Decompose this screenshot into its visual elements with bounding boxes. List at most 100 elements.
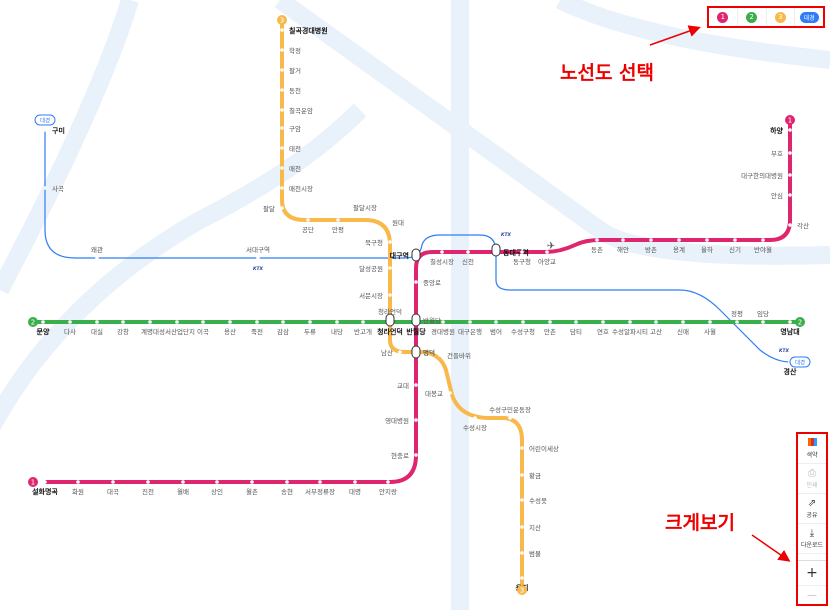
- station-daegyeong[interactable]: 왜관: [91, 245, 103, 260]
- station-line3[interactable]: 남산: [381, 348, 402, 357]
- station-line3[interactable]: 칠곡운암: [280, 106, 313, 115]
- station-line2[interactable]: 수성구청: [511, 320, 535, 336]
- station-line1[interactable]: 율하: [701, 238, 713, 254]
- station-line1[interactable]: 월배: [177, 480, 189, 496]
- station-line2[interactable]: 대구은행: [458, 320, 482, 336]
- station-line3[interactable]: 공단: [302, 218, 314, 234]
- station-line1[interactable]: 대구한의대병원: [741, 171, 792, 180]
- station-line3[interactable]: 팔거: [280, 66, 301, 75]
- station-daegyeong[interactable]: 구미: [43, 126, 65, 135]
- station-line3[interactable]: 황금: [520, 471, 541, 480]
- transfer-station-marker[interactable]: [411, 313, 421, 327]
- station-line2[interactable]: 정평: [731, 309, 743, 324]
- station-line1[interactable]: 안지랑: [379, 480, 397, 496]
- station-line2[interactable]: 문양: [37, 320, 50, 336]
- share-button[interactable]: ⇗공유: [798, 494, 826, 524]
- station-line1[interactable]: 동촌: [591, 238, 603, 254]
- line-select-3[interactable]: 대경: [795, 8, 823, 26]
- station-line3[interactable]: 어린이세상: [520, 444, 559, 453]
- station-line3[interactable]: 수성못: [520, 496, 547, 505]
- station-line2[interactable]: 내당: [331, 320, 343, 336]
- colorblind-button[interactable]: 색약: [798, 434, 826, 464]
- station-line2[interactable]: 대실: [91, 320, 103, 336]
- station-line3[interactable]: 건들바위: [438, 351, 471, 360]
- transfer-station-marker[interactable]: [385, 313, 395, 327]
- station-line1[interactable]: 설화명곡: [32, 480, 58, 496]
- download-button[interactable]: ⤓다운로드: [798, 524, 826, 554]
- station-line3[interactable]: 지산: [520, 523, 541, 532]
- station-line3[interactable]: 수성구민운동장: [489, 405, 531, 420]
- station-line1[interactable]: 동구청: [513, 250, 531, 266]
- station-line3[interactable]: 동천: [280, 86, 301, 95]
- station-line3[interactable]: 팔달: [263, 205, 284, 213]
- station-line2[interactable]: 감삼: [277, 320, 289, 336]
- station-line2[interactable]: 사월: [704, 320, 716, 336]
- station-line2[interactable]: 이곡: [197, 320, 209, 336]
- station-line1[interactable]: 교대: [397, 382, 418, 390]
- station-line3[interactable]: 북구청: [365, 239, 392, 247]
- station-line2[interactable]: 연호: [597, 320, 609, 336]
- station-line2[interactable]: 용산: [224, 320, 236, 336]
- line-select-1[interactable]: 2: [738, 8, 767, 26]
- transfer-station-marker[interactable]: [411, 248, 421, 262]
- station-daegyeong[interactable]: 사곡: [43, 184, 64, 193]
- station-line2[interactable]: 수성알파시티: [612, 320, 648, 336]
- station-line2[interactable]: 두류: [304, 320, 316, 336]
- station-line3[interactable]: 원대: [383, 218, 404, 227]
- station-line3[interactable]: 학정: [280, 46, 301, 55]
- station-line3[interactable]: 대봉교: [425, 390, 452, 398]
- print-button[interactable]: ⎙인쇄: [798, 464, 826, 494]
- station-line3[interactable]: 구암: [280, 125, 301, 133]
- station-line2[interactable]: 다사: [64, 320, 76, 336]
- station-line3[interactable]: 매천: [280, 164, 301, 173]
- station-line2[interactable]: 임당: [757, 309, 769, 324]
- station-line1[interactable]: 반야월: [754, 238, 772, 254]
- station-line1[interactable]: 부호: [771, 150, 792, 158]
- station-line1[interactable]: 화원: [72, 480, 84, 496]
- zoom-in-button[interactable]: +: [798, 560, 826, 586]
- station-line2[interactable]: 강창: [117, 320, 129, 336]
- station-line1[interactable]: 용계: [673, 238, 685, 254]
- station-line1[interactable]: 송현: [281, 480, 293, 496]
- station-line1[interactable]: 현충로: [391, 451, 418, 460]
- transfer-station-marker[interactable]: [411, 345, 421, 359]
- station-line1[interactable]: 방촌: [645, 238, 657, 254]
- station-line1[interactable]: 대곡: [107, 480, 119, 496]
- station-line1[interactable]: 대명: [349, 480, 361, 496]
- station-line3[interactable]: 칠곡경대병원: [280, 26, 328, 35]
- station-line1[interactable]: 칠성시장: [430, 250, 454, 266]
- station-line2[interactable]: 경대병원: [431, 320, 455, 336]
- station-daegyeong[interactable]: 서대구역: [246, 245, 270, 260]
- station-line1[interactable]: 해안: [617, 238, 629, 254]
- station-line2[interactable]: 범어: [490, 320, 502, 336]
- station-line3[interactable]: 팔달시장: [353, 203, 377, 218]
- station-line1[interactable]: 신천: [462, 250, 474, 266]
- station-line1[interactable]: 아양교: [538, 250, 556, 266]
- station-line2[interactable]: 계명대: [141, 320, 159, 336]
- station-line1[interactable]: 서부정류장: [305, 480, 335, 496]
- station-line3[interactable]: 서문시장: [359, 291, 392, 300]
- station-line3[interactable]: 범물: [520, 549, 541, 558]
- station-line1[interactable]: 상인: [211, 480, 223, 496]
- station-line2[interactable]: 죽전: [251, 320, 263, 336]
- station-line3[interactable]: 태전: [280, 144, 301, 153]
- transfer-station-marker[interactable]: [491, 243, 501, 257]
- station-line1[interactable]: 하양: [770, 126, 792, 135]
- line-select-0[interactable]: 1: [709, 8, 738, 26]
- station-line2[interactable]: 담티: [570, 320, 582, 336]
- station-line1[interactable]: 영대병원: [385, 416, 418, 425]
- line-select-2[interactable]: 3: [767, 8, 796, 26]
- station-line2[interactable]: 영남대: [780, 320, 800, 336]
- station-line3[interactable]: 달성공원: [359, 264, 392, 273]
- station-line3[interactable]: 수성시장: [463, 416, 487, 432]
- zoom-out-button[interactable]: —: [807, 590, 817, 601]
- station-line3[interactable]: 매천시장: [280, 184, 313, 193]
- station-line2[interactable]: 반고개: [354, 320, 372, 336]
- station-line1[interactable]: 월촌: [246, 480, 258, 496]
- station-line1[interactable]: 신기: [729, 238, 741, 254]
- station-line1[interactable]: 중앙로: [414, 279, 441, 287]
- station-line1[interactable]: 각산: [788, 221, 809, 230]
- station-line2[interactable]: 신매: [677, 320, 689, 336]
- station-line2[interactable]: 고산: [650, 320, 662, 336]
- station-line1[interactable]: 진천: [142, 480, 154, 496]
